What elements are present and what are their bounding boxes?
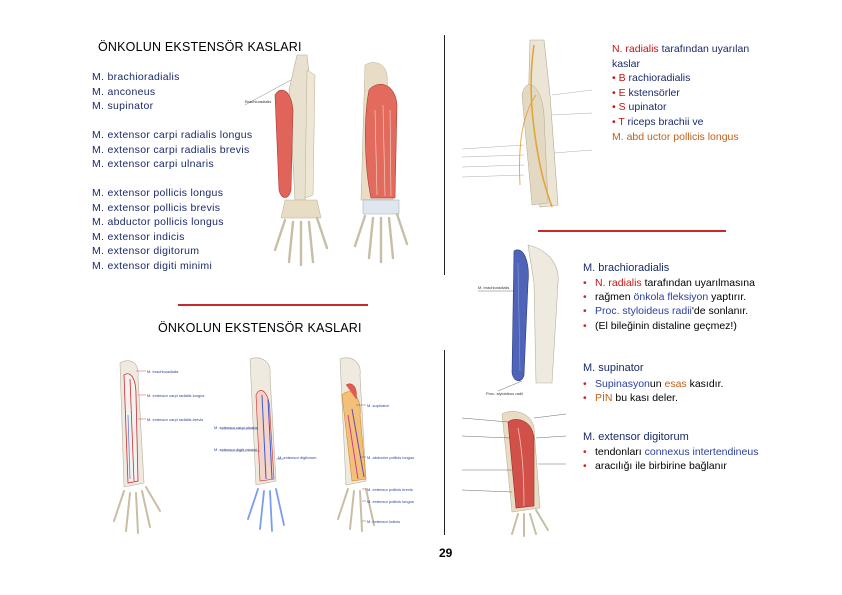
bullet-continuation: aracılığı ile birbirine bağlanır	[583, 459, 758, 473]
note-item-b: • B rachioradialis	[612, 72, 691, 85]
bullet-item: (El bileğinin distaline geçmez!)	[583, 319, 755, 333]
list-item: M. anconeus	[92, 85, 156, 98]
bullet-text: tarafından uyarılmasına	[641, 277, 755, 289]
forearm-figure-1: M. brachioradialis M. extensor carpi rad…	[113, 360, 204, 534]
bullet-text: kasıdır.	[686, 378, 724, 390]
left-arm-figure: Brachioradialis	[244, 54, 329, 267]
highlight-text: Supinasyon	[595, 378, 650, 390]
figure-label: M. extensor pollicis longus	[367, 499, 414, 504]
supinator-section: M. supinator Supinasyonun esas kasıdır. …	[583, 362, 723, 406]
accent-line-right	[538, 230, 726, 232]
forearm-figure-3: M. supinator M. abductor pollicis longus…	[337, 357, 414, 532]
vertical-divider-bottom	[444, 350, 445, 535]
mnemonic-letter: B	[618, 72, 626, 85]
note-item-s: • S upinator	[612, 101, 667, 114]
muscle-list-group-2: M. extensor carpi radialis longus M. ext…	[92, 128, 252, 172]
bullet-item: Proc. styloideus radii'de sonlanır.	[583, 304, 755, 318]
bullet-text: 'de sonlanır.	[691, 305, 749, 318]
figure-label: M. supinator	[367, 403, 390, 408]
note-item-t: • T riceps brachii ve	[612, 115, 704, 128]
figure-label: M. extensor carpi radialis brevis	[147, 417, 203, 422]
forearm-extensor-illustration: Brachioradialis	[244, 54, 409, 267]
list-item: M. extensor pollicis longus	[92, 187, 224, 199]
list-item: M. extensor carpi radialis longus	[92, 129, 253, 141]
figure-label: Brachioradialis	[245, 99, 271, 104]
bullet-text: bu kası deler.	[612, 392, 678, 405]
figure-label: M. extensor digitorum	[278, 455, 317, 460]
brachioradialis-illustration: M. brachioradialis Proc. styloideus radi…	[478, 244, 559, 396]
radialis-note: N. radialis tarafından uyarılan kaslar •…	[612, 42, 749, 144]
mnemonic-letter: E	[618, 86, 626, 99]
figure-label: Proc. styloideus radii	[486, 391, 523, 396]
right-arm-figure	[353, 62, 409, 264]
bullet-text: tendonları	[595, 446, 645, 458]
list-item: M. abductor pollicis longus	[92, 216, 224, 229]
radial-nerve-illustration	[461, 39, 593, 208]
brachioradialis-section: M. brachioradialis N. radialis tarafında…	[583, 262, 755, 333]
highlight-text: önkola fleksiyon	[633, 291, 709, 304]
list-item: M. brachioradialis	[92, 71, 180, 83]
bullet-item: Supinasyonun esas kasıdır.	[583, 377, 723, 391]
bullet-item: N. radialis tarafından uyarılmasına	[583, 276, 755, 290]
figure-label: M. extensor carpi ulnaris	[214, 425, 258, 430]
highlight-text: Proc. styloideus radii	[595, 305, 692, 318]
muscle-list-group-3: M. extensor pollicis longus M. extensor …	[92, 186, 224, 274]
muscle-list-group-1: M. brachioradialis M. anconeus M. supina…	[92, 70, 180, 114]
accent-line-left	[178, 304, 368, 306]
mnemonic-rest: rachioradialis	[625, 72, 691, 85]
bottom-title: ÖNKOLUN EKSTENSÖR KASLARI	[158, 321, 362, 335]
list-item: M. extensor digitorum	[92, 245, 200, 258]
figure-label: M. extensor carpi radialis longus	[147, 393, 204, 398]
figure-label: M. extensor indicis	[367, 519, 400, 524]
figure-label: M. abductor pollicis longus	[367, 455, 414, 460]
highlight-text: esas	[664, 378, 687, 390]
list-item: M. extensor pollicis brevis	[92, 201, 221, 214]
bullet-text: rağmen	[595, 291, 634, 304]
section-heading: M. supinator	[583, 362, 644, 374]
list-item: M. extensor carpi ulnaris	[92, 158, 214, 171]
mnemonic-rest: kstensörler	[625, 86, 680, 99]
page-number: 29	[439, 546, 453, 560]
list-item: M. extensor carpi radialis brevis	[92, 143, 250, 156]
list-item: M. extensor digiti minimi	[92, 259, 213, 272]
mnemonic-letter: T	[618, 115, 625, 128]
highlight-text: connexus intertendineus	[644, 446, 759, 458]
mnemonic-letter: S	[618, 101, 626, 114]
note-text: kaslar	[612, 57, 641, 70]
section-heading: M. extensor digitorum	[583, 431, 689, 443]
note-text: tarafından uyarılan	[658, 43, 750, 55]
top-title: ÖNKOLUN EKSTENSÖR KASLARI	[98, 40, 302, 54]
bullet-text: un	[649, 378, 665, 390]
nerve-name: N. radialis	[595, 277, 642, 289]
forearm-series-illustration: M. brachioradialis M. extensor carpi rad…	[113, 357, 414, 534]
figure-label: M. extensor digiti minimi	[214, 447, 257, 452]
highlight-text: PİN	[595, 392, 613, 405]
bullet-text: yaptırır.	[708, 291, 747, 304]
section-heading: M. brachioradialis	[583, 262, 670, 274]
note-item-e: • E kstensörler	[612, 86, 680, 99]
bullet-item: PİN bu kası deler.	[583, 391, 723, 405]
bullet-continuation: rağmen önkola fleksiyon yaptırır.	[583, 290, 755, 304]
digitorum-section: M. extensor digitorum tendonları connexu…	[583, 431, 758, 474]
mnemonic-rest: upinator	[625, 101, 667, 114]
figure-label: M. brachioradialis	[478, 285, 509, 290]
nerve-name: N. radialis	[612, 43, 659, 55]
list-item: M. supinator	[92, 100, 154, 113]
forearm-figure-2: M. extensor carpi ulnaris M. extensor di…	[214, 357, 317, 532]
figure-label: M. extensor pollicis brevis	[367, 487, 413, 492]
note-last: M. abd uctor pollicis longus	[612, 130, 739, 143]
list-item: M. extensor indicis	[92, 230, 185, 243]
bullet-item: tendonları connexus intertendineus	[583, 445, 758, 459]
figure-label: M. brachioradialis	[147, 369, 178, 374]
extensor-digitorum-illustration	[461, 411, 567, 537]
mnemonic-rest: riceps brachii ve	[624, 115, 704, 128]
vertical-divider	[444, 35, 445, 275]
